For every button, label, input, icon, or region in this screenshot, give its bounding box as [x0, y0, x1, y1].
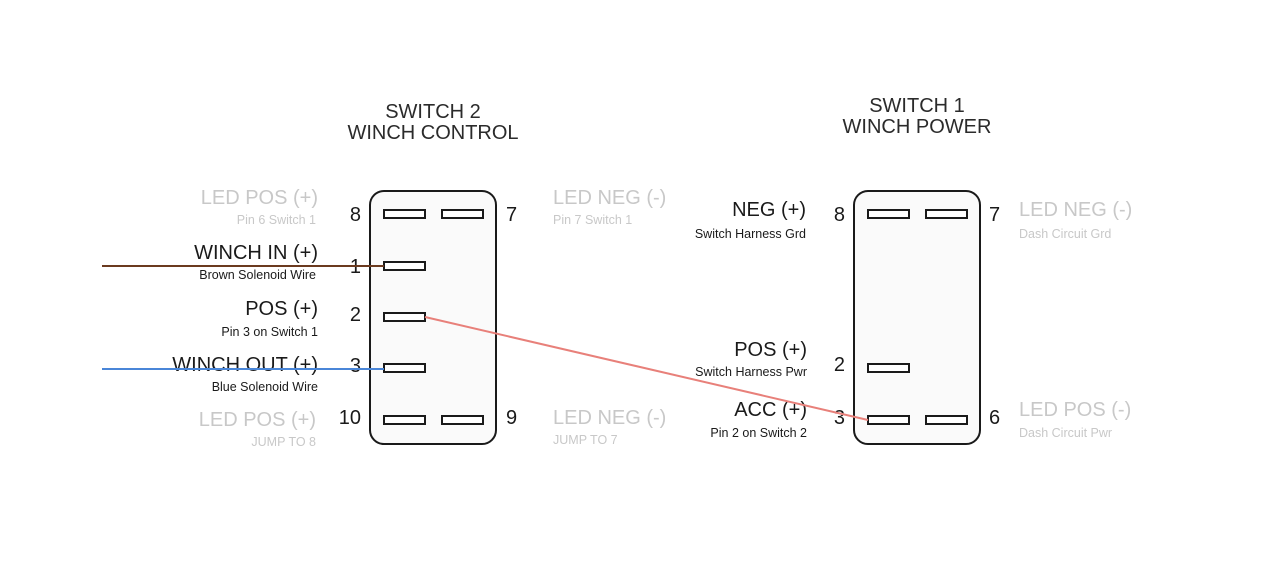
- switch-2-terminal-2: [383, 312, 426, 322]
- switch-1-terminal-6: [925, 415, 968, 425]
- switch-2-pin-3: 3: [350, 355, 361, 377]
- switch-1-pos-sub: Switch Harness Pwr: [695, 365, 807, 379]
- switch-1-acc-sub: Pin 2 on Switch 2: [710, 426, 807, 440]
- switch-1-acc-label: ACC (+): [734, 399, 807, 421]
- switch-1-led-pos-sub: Dash Circuit Pwr: [1019, 426, 1112, 440]
- switch-1-body: [853, 190, 981, 445]
- switch-2-led-pos-bottom-sub: JUMP TO 8: [251, 435, 316, 449]
- switch-2-led-pos-bottom-label: LED POS (+): [199, 409, 316, 431]
- switch-1-led-neg-label: LED NEG (-): [1019, 199, 1132, 221]
- switch-2-terminal-1: [383, 261, 426, 271]
- switch-1-pin-3: 3: [834, 407, 845, 429]
- switch-2-led-neg-top-sub: Pin 7 Switch 1: [553, 213, 632, 227]
- switch-2-pos-sub: Pin 3 on Switch 1: [221, 325, 318, 339]
- switch-2-terminal-10: [383, 415, 426, 425]
- switch-1-terminal-2: [867, 363, 910, 373]
- switch-2-led-neg-bottom-sub: JUMP TO 7: [553, 433, 618, 447]
- switch-2-winch-out-label: WINCH OUT (+): [172, 354, 318, 376]
- switch-2-pin-8: 8: [350, 204, 361, 226]
- switch-2-led-pos-top-label: LED POS (+): [201, 187, 318, 209]
- switch-1-neg-label: NEG (+): [732, 199, 806, 221]
- switch-1-title-line1: SWITCH 1: [869, 95, 965, 117]
- switch-2-led-neg-bottom-label: LED NEG (-): [553, 407, 666, 429]
- switch-2-winch-in-label: WINCH IN (+): [194, 242, 318, 264]
- switch-1-title-line2: WINCH POWER: [843, 116, 992, 138]
- switch-2-pin-9: 9: [506, 407, 517, 429]
- switch-2-led-neg-top-label: LED NEG (-): [553, 187, 666, 209]
- switch-2-winch-out-sub: Blue Solenoid Wire: [212, 380, 318, 394]
- switch-2: SWITCH 2 WINCH CONTROL 8 7 1 2 3 10 9 LE…: [172, 101, 666, 449]
- switch-2-pos-label: POS (+): [245, 298, 318, 320]
- switch-2-terminal-8: [383, 209, 426, 219]
- switch-2-winch-in-sub: Brown Solenoid Wire: [199, 268, 316, 282]
- switch-1: SWITCH 1 WINCH POWER 8 7 2 3 6 NEG (+) S…: [695, 95, 1132, 445]
- switch-2-led-pos-top-sub: Pin 6 Switch 1: [237, 213, 316, 227]
- switch-2-terminal-7: [441, 209, 484, 219]
- switch-2-title-line1: SWITCH 2: [385, 101, 481, 123]
- switch-1-pin-6: 6: [989, 407, 1000, 429]
- switch-2-terminal-3: [383, 363, 426, 373]
- switch-1-led-neg-sub: Dash Circuit Grd: [1019, 227, 1111, 241]
- switch-2-title-line2: WINCH CONTROL: [347, 122, 518, 144]
- switch-1-pin-8: 8: [834, 204, 845, 226]
- switch-1-led-pos-label: LED POS (-): [1019, 399, 1131, 421]
- pin2-to-switch1-pin3-wire: [424, 316, 869, 421]
- switch-2-pin-7: 7: [506, 204, 517, 226]
- switch-1-neg-sub: Switch Harness Grd: [695, 227, 806, 241]
- switch-1-pin-2: 2: [834, 354, 845, 376]
- switch-1-pos-label: POS (+): [734, 339, 807, 361]
- switch-2-pin-10: 10: [339, 407, 361, 429]
- switch-1-terminal-8: [867, 209, 910, 219]
- switch-1-pin-7: 7: [989, 204, 1000, 226]
- switch-2-body: [369, 190, 497, 445]
- switch-2-terminal-9: [441, 415, 484, 425]
- switch-1-terminal-3: [867, 415, 910, 425]
- switch-2-pin-2: 2: [350, 304, 361, 326]
- switch-1-terminal-7: [925, 209, 968, 219]
